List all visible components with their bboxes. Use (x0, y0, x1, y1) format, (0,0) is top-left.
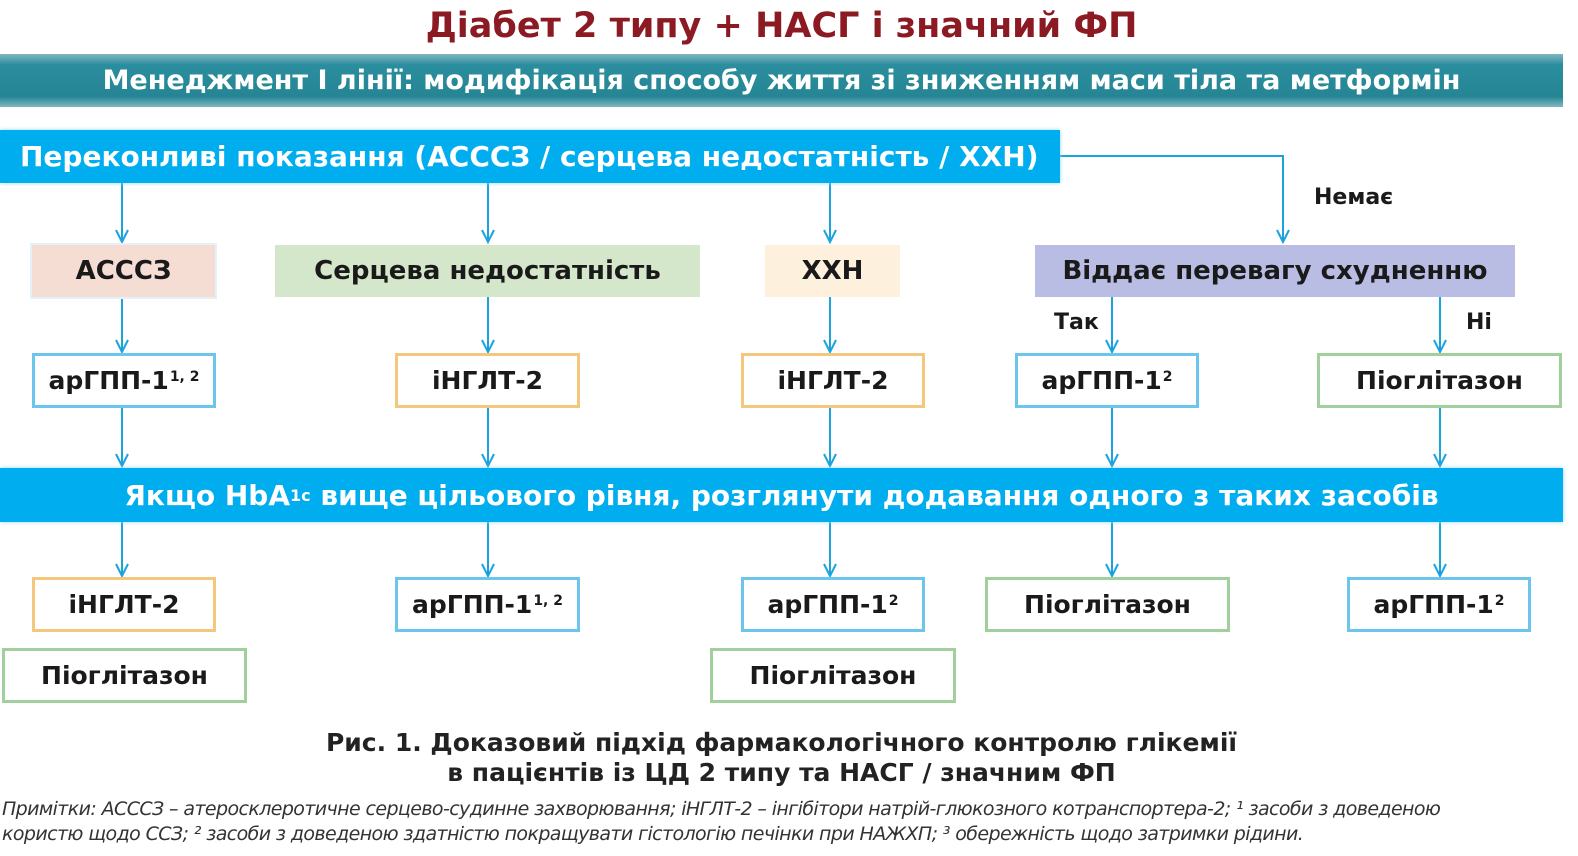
drug-box-sglt2: іНГЛТ-2 (32, 577, 216, 632)
figure-caption-line-1: Рис. 1. Доказовий підхід фармакологічног… (325, 728, 1238, 757)
figure-caption-line-2: в пацієнтів із ЦД 2 типу та НАСГ / значн… (447, 758, 1116, 787)
drug-name: Піоглітазон (749, 661, 917, 690)
category-ascvd: АСССЗ (32, 245, 215, 297)
yes-label: Так (1054, 310, 1099, 335)
first-line-management-banner: Менеджмент I лінії: модифікація способу … (0, 54, 1563, 107)
notes-line-1: Примітки: АСССЗ – атеросклеротичне серце… (2, 798, 1441, 820)
hba-subscript: 1c (290, 485, 311, 505)
indications-text: Переконливі показання (АСССЗ / серцева н… (20, 140, 1039, 173)
category-heart-failure: Серцева недостатність (275, 245, 700, 297)
drug-box-pioglitazone: Піоглітазон (1317, 353, 1562, 408)
hba-text-post: вище цільового рівня, розглянути додаван… (310, 478, 1439, 512)
drug-box-sglt2: іНГЛТ-2 (741, 353, 925, 408)
footnote-ref: 1, 2 (533, 592, 563, 609)
drug-name: Піоглітазон (1356, 366, 1523, 395)
category-weight-loss-preference: Віддає перевагу схудненню (1035, 245, 1515, 297)
drug-name: арГПП-1 (1373, 590, 1494, 619)
hba-text-pre: Якщо HbA (124, 478, 291, 512)
drug-name: іНГЛТ-2 (68, 590, 180, 619)
drug-box-pioglitazone: Піоглітазон (2, 648, 247, 703)
category-ckd: ХХН (765, 245, 900, 297)
drug-box-sglt2: іНГЛТ-2 (395, 353, 580, 408)
notes-line-2: користю щодо ССЗ; ² засоби з доведеною з… (2, 823, 1304, 845)
first-line-text: Менеджмент I лінії: модифікація способу … (102, 65, 1461, 96)
drug-name: іНГЛТ-2 (431, 366, 543, 395)
drug-name: арГПП-1 (412, 590, 533, 619)
drug-box-pioglitazone: Піоглітазон (985, 577, 1230, 632)
drug-name: Піоглітазон (41, 661, 208, 690)
drug-name: Піоглітазон (1024, 590, 1191, 619)
footnote-ref: 2 (1494, 592, 1505, 609)
diagram-title: Діабет 2 типу + НАСГ і значний ФП (425, 6, 1138, 46)
no-label: Ні (1466, 310, 1492, 335)
footnote-ref: 1, 2 (169, 368, 200, 385)
none-label: Немає (1314, 185, 1394, 210)
footnote-ref: 2 (888, 592, 899, 609)
drug-name: арГПП-1 (767, 590, 888, 619)
drug-name: арГПП-1 (48, 366, 169, 395)
compelling-indications-banner: Переконливі показання (АСССЗ / серцева н… (0, 130, 1060, 183)
drug-name: іНГЛТ-2 (777, 366, 889, 395)
footnote-ref: 2 (1162, 368, 1173, 385)
drug-name: арГПП-1 (1041, 366, 1162, 395)
drug-box-pioglitazone: Піоглітазон (710, 648, 956, 703)
